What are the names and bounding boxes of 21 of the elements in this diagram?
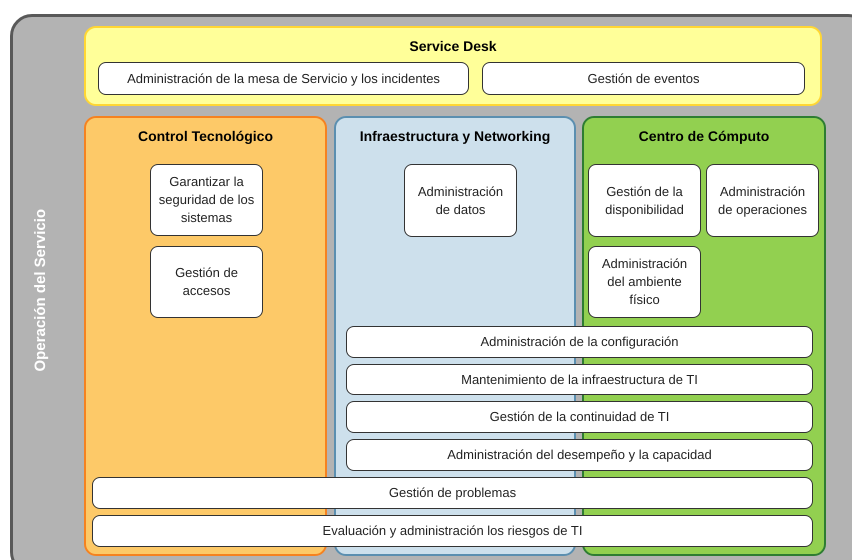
process-box: Administración del ambiente físico <box>588 246 701 318</box>
process-box: Evaluación y administración los riesgos de TI <box>92 515 813 547</box>
group-heading: Infraestructura y Networking <box>360 127 550 146</box>
process-box: Administración de la mesa de Servicio y los incidentes <box>98 62 469 95</box>
group-heading: Centro de Cómputo <box>638 127 770 146</box>
group-panel <box>84 26 822 106</box>
process-box: Mantenimiento de la infraestructura de TI <box>346 364 813 395</box>
process-box: Administración de operaciones <box>706 164 819 237</box>
process-box: Gestión de la continuidad de TI <box>346 401 813 433</box>
process-box: Administración de datos <box>404 164 517 237</box>
process-box: Administración de la configuración <box>346 326 813 358</box>
process-box: Gestión de la disponibilidad <box>588 164 701 237</box>
process-box: Gestión de problemas <box>92 477 813 509</box>
process-box: Gestión de accesos <box>150 246 263 318</box>
process-box: Gestión de eventos <box>482 62 805 95</box>
process-box: Garantizar la seguridad de los sistemas <box>150 164 263 236</box>
process-box: Administración del desempeño y la capacidad <box>346 439 813 471</box>
group-heading: Service Desk <box>409 37 497 56</box>
side-title: Operación del Servicio <box>30 208 50 374</box>
outer-panel <box>10 14 852 560</box>
group-heading: Control Tecnológico <box>138 127 274 146</box>
